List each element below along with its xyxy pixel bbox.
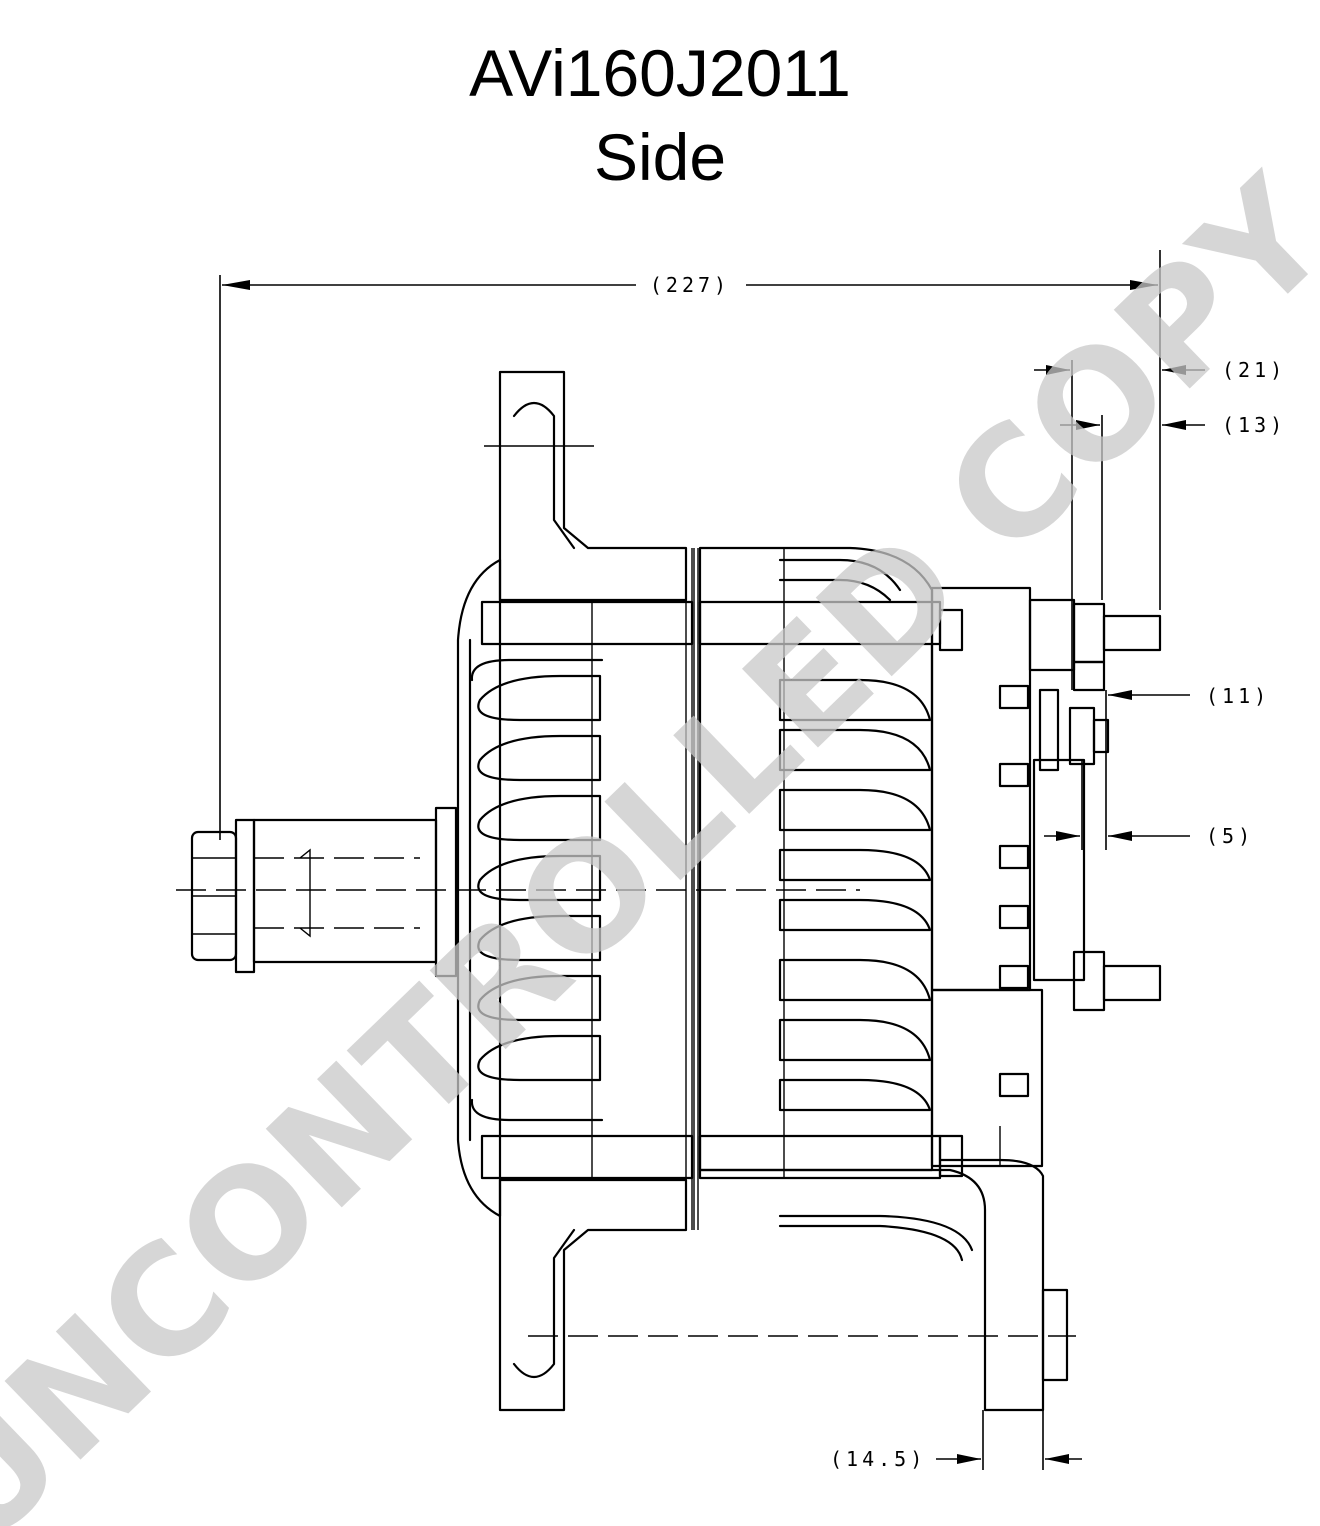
drawing-title: AVi160J2011 [469,36,851,110]
dimension-5: (5) [1044,760,1254,850]
dimension-label-11: (11) [1206,684,1270,708]
shaft-nut [190,806,458,978]
dimension-label-13: (13) [1222,413,1286,437]
dimension-21: (21) [1034,358,1286,690]
rear-cover [930,586,1162,1178]
dimension-14-5: (14.5) [830,1410,1082,1471]
dimension-label-227: (227) [650,273,730,297]
dimension-label-14-5: (14.5) [830,1447,926,1471]
dimension-label-5: (5) [1206,824,1254,848]
dimension-overall-length: (227) [219,250,1161,840]
rear-mounting-foot [528,1158,1076,1412]
front-cooling-fins [470,658,604,1122]
rear-cooling-fins [778,678,932,1112]
dimension-13: (13) [1060,413,1286,600]
dimension-label-21: (21) [1222,358,1286,382]
dimension-11: (11) [1105,684,1270,850]
stator-seam [693,548,699,1230]
front-housing [456,370,694,1412]
drawing-view-label: Side [593,120,727,194]
